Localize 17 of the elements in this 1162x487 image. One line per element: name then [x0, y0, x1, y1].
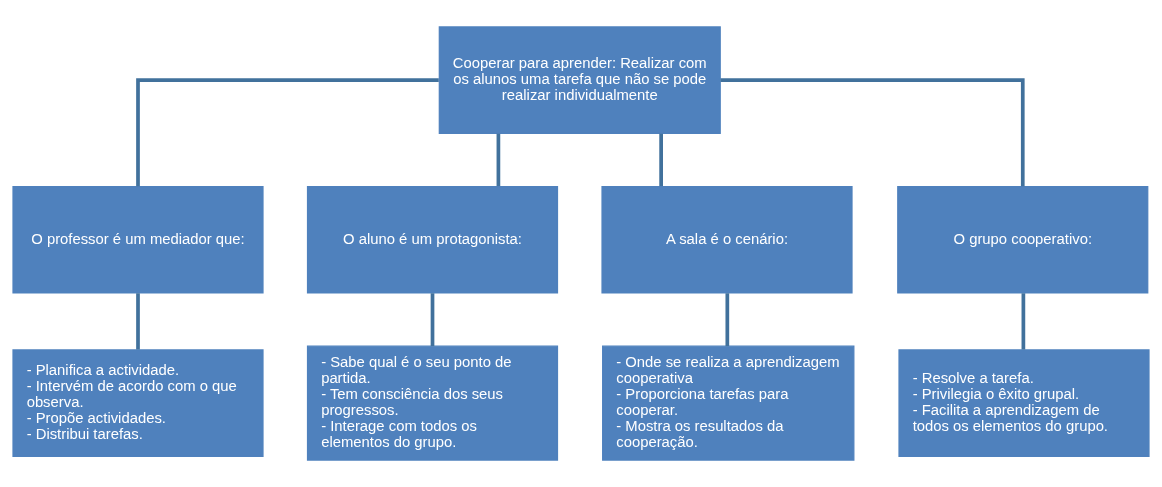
connector [430, 293, 435, 347]
connector [136, 293, 140, 350]
node-box: - Resolve a tarefa. - Privilegia o êxito grupal. - Facilita a aprendizagem de todos os elementos do grupo. [898, 349, 1150, 457]
node-box: O grupo cooperativo: [897, 185, 1149, 294]
node-box: - Sabe qual é o seu ponto de partida. - Tem consciência dos seus progressos. - Interage com todos os elementos do grupo. [306, 345, 559, 461]
connector [720, 78, 1025, 187]
node-box: - Onde se realiza a aprendizagem cooperativa - Proporciona tarefas para cooperar. - Mostra os resultados da cooperação. [602, 345, 855, 461]
node-box: O professor é um mediador que: [12, 185, 264, 294]
node-box: A sala é o cenário: [601, 185, 853, 294]
connector [136, 78, 439, 187]
connector [725, 293, 730, 347]
node-box: Cooperar para aprender: Realizar com os alunos uma tarefa que não se pode realizar individualmente [438, 26, 721, 134]
node-box: O aluno é um protagonista: [306, 185, 559, 294]
connector [496, 133, 501, 187]
connector [1021, 293, 1026, 350]
connector [659, 133, 663, 187]
node-box: - Planifica a actividade. - Intervém de acordo com o que observa. - Propõe actividades. - Distribui tarefas. [12, 349, 264, 457]
